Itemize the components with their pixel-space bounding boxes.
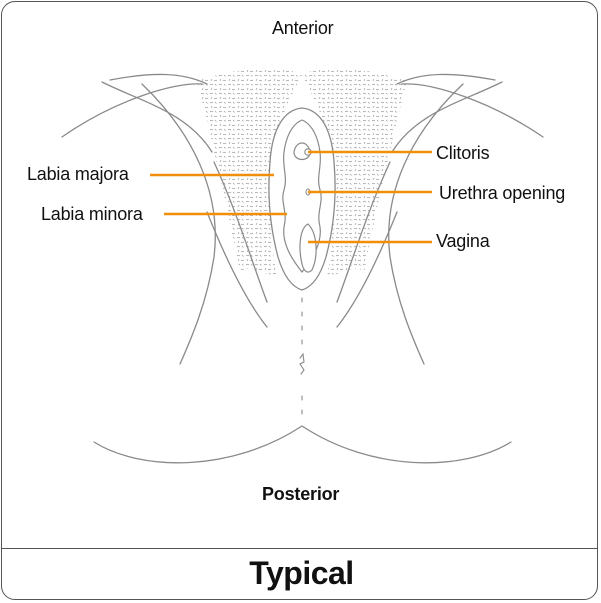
anatomy-illustration: [2, 2, 598, 548]
posterior-label: Posterior: [262, 484, 339, 504]
left-buttock-curve: [94, 426, 302, 463]
labia-majora-label: Labia majora: [27, 164, 129, 184]
vagina-label: Vagina: [436, 231, 490, 251]
figure-caption: Typical: [2, 555, 598, 592]
anterior-label: Anterior: [272, 18, 333, 38]
urethra-opening-label: Urethra opening: [439, 183, 565, 203]
left-leg-outline: [142, 84, 215, 364]
right-buttock-curve: [302, 426, 511, 463]
clitoris-label: Clitoris: [436, 143, 489, 163]
left-edge-line: [102, 82, 212, 152]
labia-minora-label: Labia minora: [41, 204, 143, 224]
anus-shape: [300, 354, 304, 374]
right-edge-line: [392, 82, 502, 152]
caption-divider: [2, 548, 597, 549]
right-leg-outline: [389, 84, 463, 364]
mons-right-line: [402, 84, 543, 137]
body-outline-right-upper: [397, 74, 495, 84]
body-outline-left-upper: [110, 74, 207, 84]
